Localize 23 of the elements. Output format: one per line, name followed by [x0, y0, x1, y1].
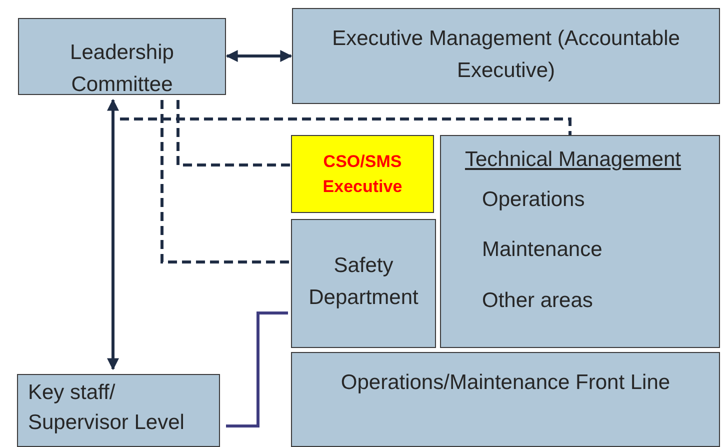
box-label: Safety Department	[308, 253, 420, 310]
box-label: CSO/SMS Executive	[322, 151, 404, 198]
box-label: Executive Management (Accountable Executive)	[331, 26, 681, 84]
connector-line	[176, 100, 291, 166]
box-label: Operations/Maintenance Front Line	[340, 370, 672, 396]
org-box	[17, 374, 220, 447]
connector-line	[120, 118, 572, 135]
arrow	[107, 98, 119, 370]
org-box	[18, 18, 226, 95]
org-box	[440, 135, 720, 348]
connector-line	[226, 312, 288, 428]
section-heading: Technical Management	[465, 147, 681, 173]
box-label: Key staff/ Supervisor Level	[28, 380, 186, 436]
highlight-box	[291, 135, 434, 213]
list-item: Other areas	[482, 288, 593, 314]
list-item: Operations	[482, 187, 585, 213]
org-box	[292, 8, 720, 104]
org-box	[291, 219, 436, 348]
list-item: Maintenance	[482, 237, 602, 263]
arrow	[226, 50, 292, 62]
org-box	[291, 352, 720, 447]
box-label: Leadership Committee	[69, 40, 175, 98]
connector-line	[160, 100, 291, 264]
